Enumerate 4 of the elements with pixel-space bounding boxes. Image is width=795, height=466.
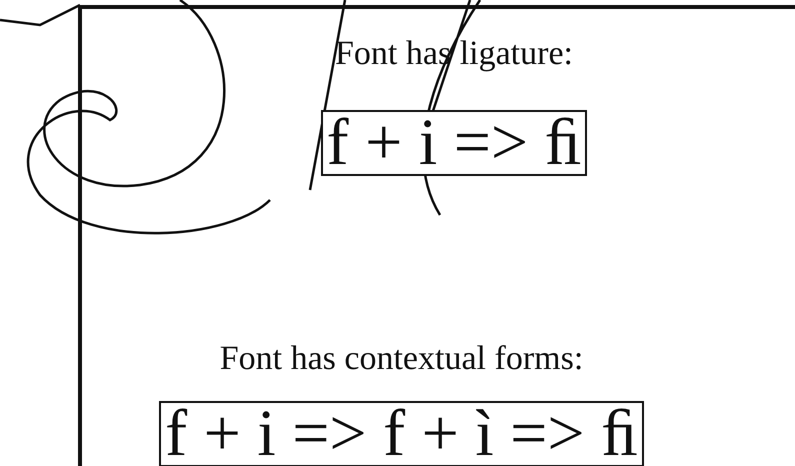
frame-border	[78, 5, 795, 466]
formula-box: f + i => f + ì => ﬁ	[159, 401, 644, 466]
formula-box: f + i => ﬁ	[320, 110, 588, 176]
heading-text: Font has contextual forms:	[220, 339, 584, 379]
